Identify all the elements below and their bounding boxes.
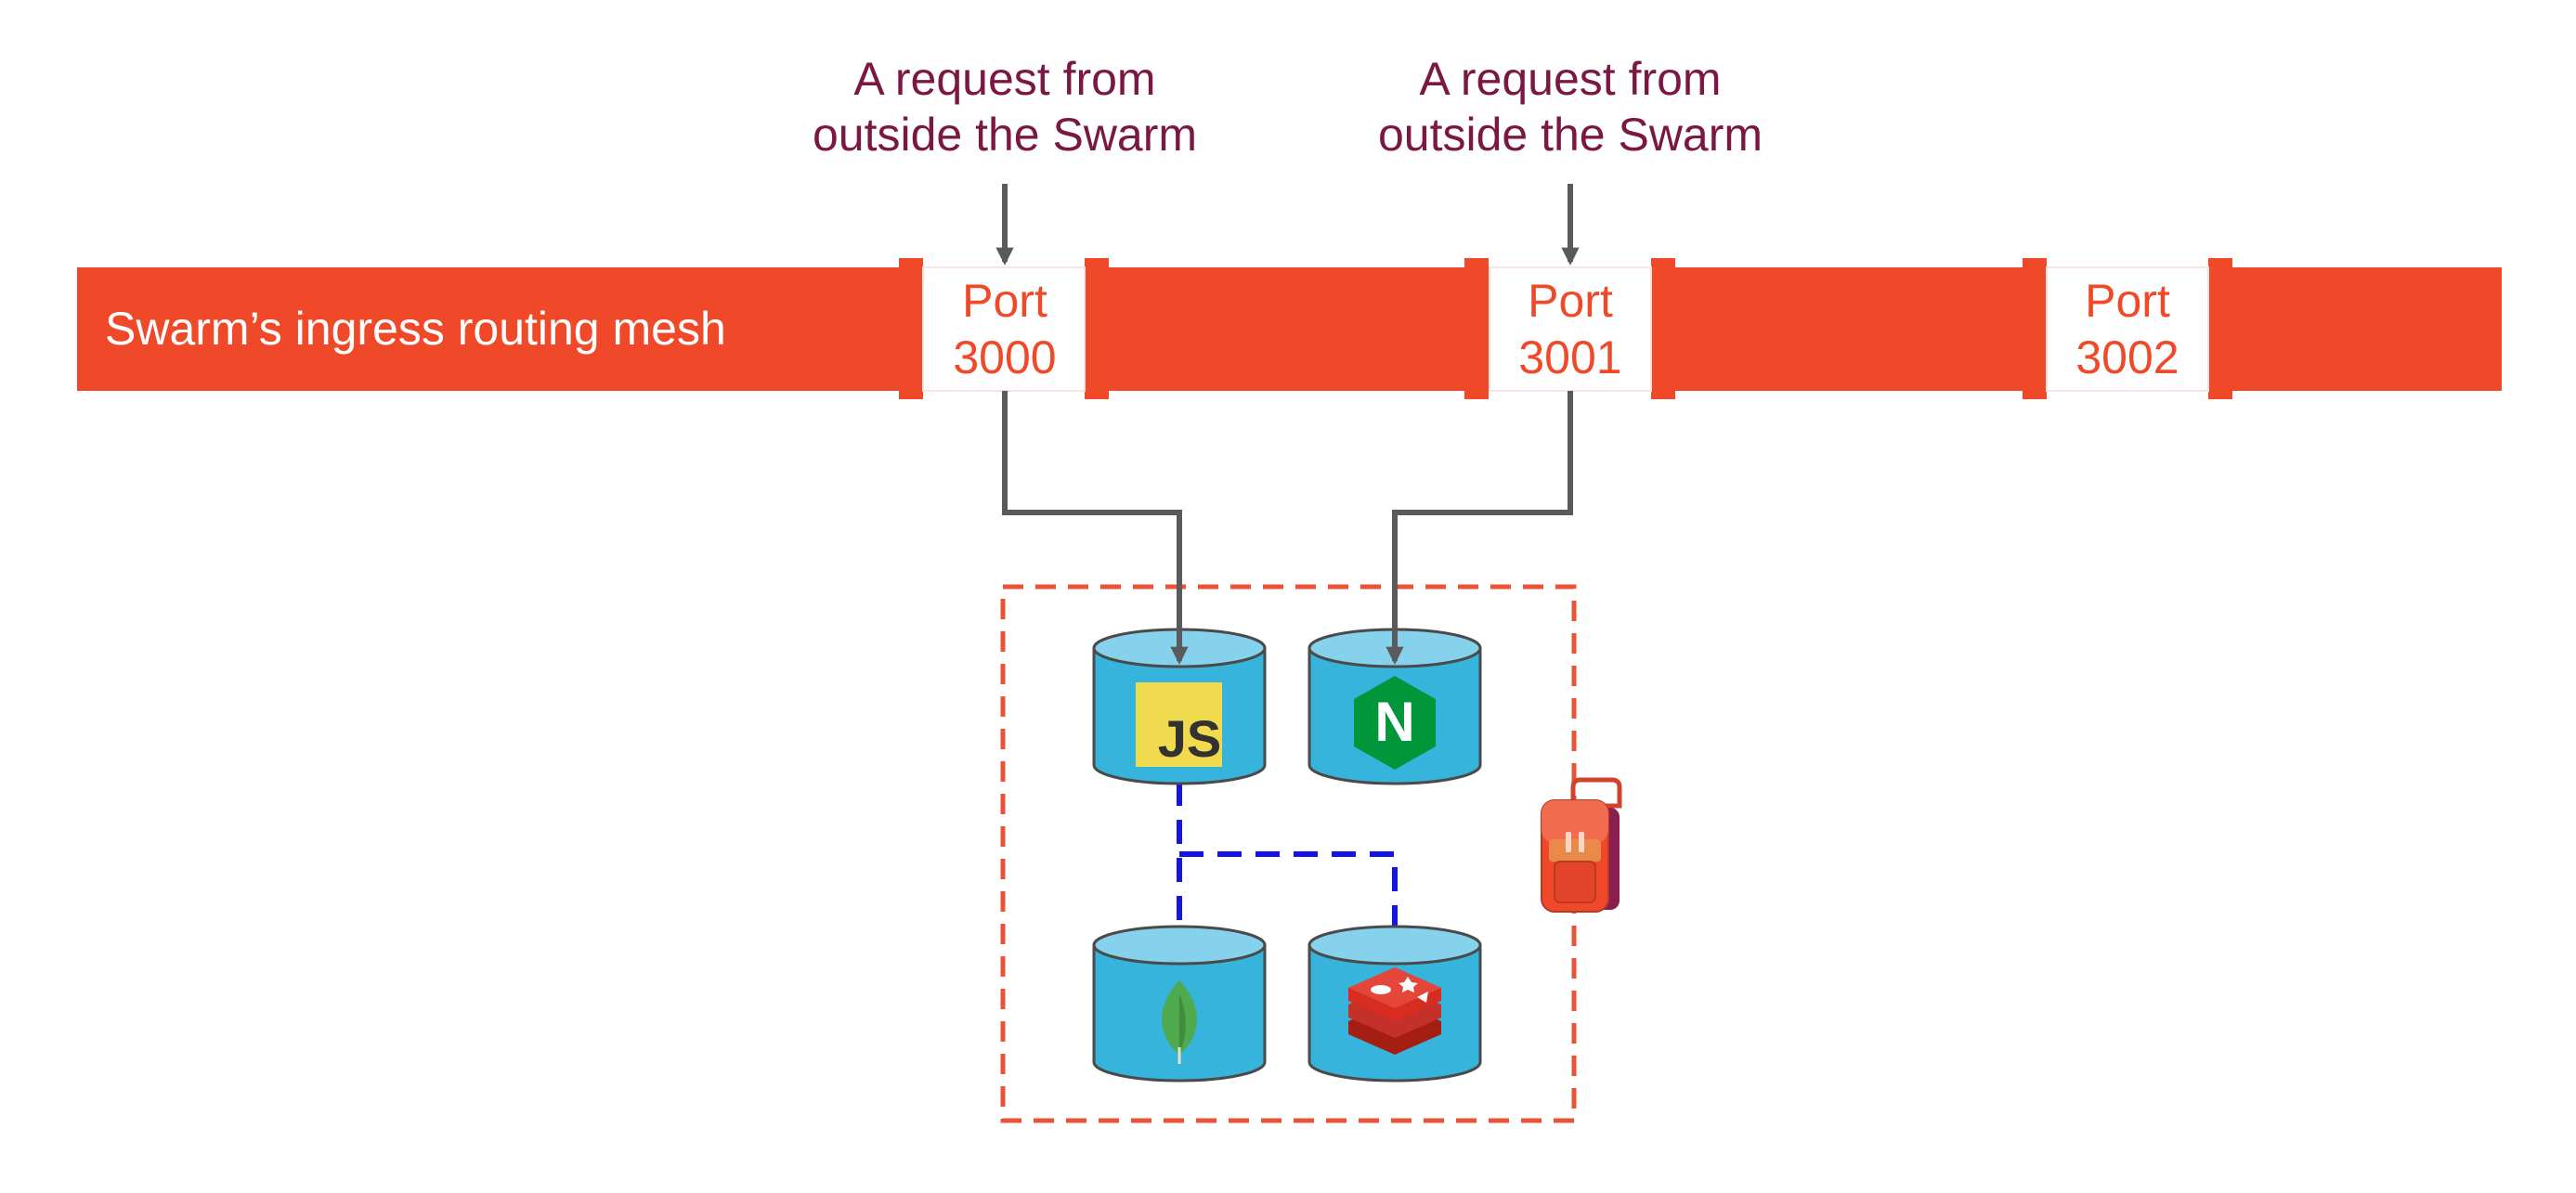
request-label-1-line1: A request from — [853, 53, 1155, 105]
route-arrow-3000-node — [1002, 391, 1189, 665]
port-3002-word: Port — [2085, 275, 2170, 327]
container-redis[interactable] — [1308, 925, 1482, 1083]
route-arrow-3001-nginx — [1386, 391, 1573, 665]
stack-boundary — [1000, 584, 1577, 1123]
port-3001-number: 3001 — [1518, 331, 1621, 383]
request-label-2-line1: A request from — [1419, 53, 1721, 105]
mesh-bar-segment — [77, 267, 899, 391]
ingress-routing-mesh: Swarm’s ingress routing mesh Port 3000 P… — [77, 258, 2502, 399]
network-link-node-redis — [1179, 851, 1398, 930]
mesh-bar-segment — [1108, 267, 1472, 391]
port-flange — [1464, 258, 1489, 399]
port-3001-body — [1489, 266, 1652, 392]
port-3000-body — [922, 266, 1086, 392]
container-nginx[interactable]: N — [1308, 628, 1482, 785]
port-3000-word: Port — [962, 275, 1047, 327]
request-label-1-line2: outside the Swarm — [813, 109, 1197, 161]
container-top — [1308, 925, 1482, 966]
container-node[interactable]: JS — [1092, 628, 1267, 785]
port-3000-number: 3000 — [953, 331, 1056, 383]
port-flange — [1651, 258, 1675, 399]
mesh-bar-segment — [1674, 267, 2023, 391]
mesh-bar-segment — [2231, 267, 2502, 391]
port-3001-word: Port — [1528, 275, 1613, 327]
javascript-logo-text: JS — [1158, 709, 1222, 768]
nginx-logo-text: N — [1374, 691, 1414, 753]
javascript-logo-icon: JS — [1136, 682, 1222, 768]
redis-logo-icon — [1348, 967, 1441, 1055]
mongodb-leaf-icon — [1162, 980, 1197, 1064]
port-3002-number: 3002 — [2075, 331, 2179, 383]
container-top — [1092, 925, 1267, 966]
overlay-network-links — [1177, 782, 1398, 930]
nginx-logo-icon: N — [1354, 676, 1436, 770]
port-flange — [2023, 258, 2047, 399]
request-label-2-line2: outside the Swarm — [1378, 109, 1763, 161]
port-flange — [2208, 258, 2232, 399]
port-3002-body — [2046, 266, 2209, 392]
mesh-label: Swarm’s ingress routing mesh — [105, 303, 726, 355]
port-flange — [899, 258, 923, 399]
container-mongo[interactable] — [1092, 925, 1267, 1083]
port-flange — [1085, 258, 1109, 399]
backpack-icon — [1541, 777, 1622, 913]
